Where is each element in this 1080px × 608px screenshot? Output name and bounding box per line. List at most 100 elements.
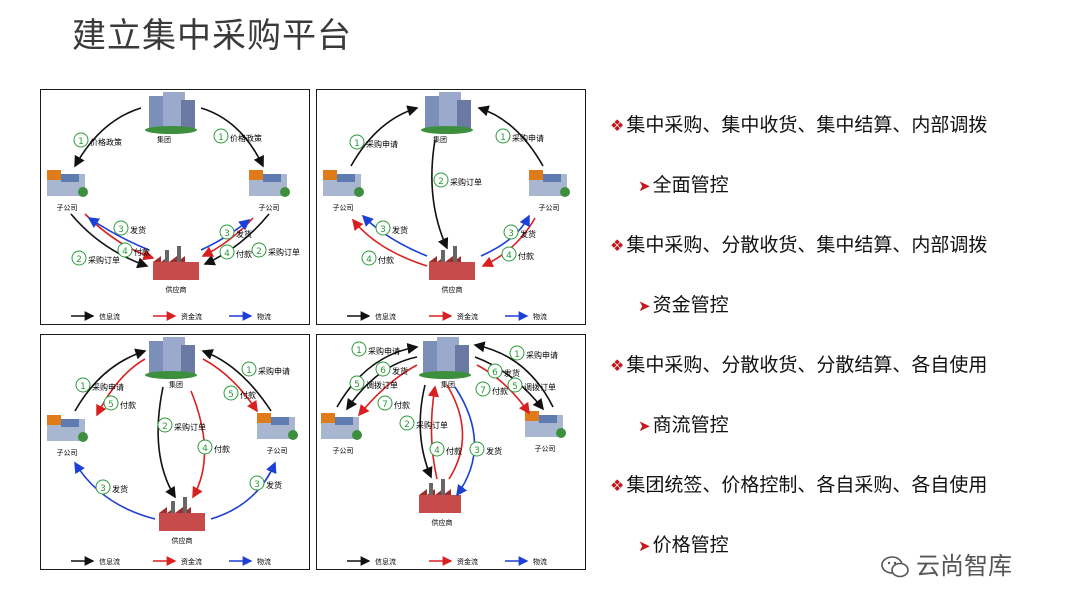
supplier-factory-icon xyxy=(419,479,461,513)
watermark: 云尚智库 xyxy=(880,546,1012,581)
svg-text:物流: 物流 xyxy=(257,557,271,566)
flow-label: 发货 xyxy=(392,225,408,235)
group-label: 集团 xyxy=(157,135,171,144)
svg-text:1: 1 xyxy=(356,346,362,356)
diamond-bullet-icon: ❖ xyxy=(610,356,624,375)
svg-text:3: 3 xyxy=(254,480,260,490)
bullet-list: ❖集中采购、集中收货、集中结算、内部调拨 ➤全面管控 ❖集中采购、分散收货、集中… xyxy=(610,110,1060,590)
subsidiary-building-icon xyxy=(47,170,88,197)
svg-text:5: 5 xyxy=(354,380,360,390)
bullet-sub-item: ➤全面管控 xyxy=(610,170,1060,230)
group-building-icon xyxy=(145,337,197,379)
supplier-label: 供应商 xyxy=(432,518,453,527)
supplier-label: 供应商 xyxy=(166,285,187,294)
group-building-icon xyxy=(421,92,473,134)
watermark-text: 云尚智库 xyxy=(916,552,1012,580)
diamond-bullet-icon: ❖ xyxy=(610,476,624,495)
subsidiary-building-icon xyxy=(47,415,88,442)
flow-label: 发货 xyxy=(520,229,536,239)
flow-label: 采购订单 xyxy=(88,255,120,265)
legend: 信息流 资金流 物流 xyxy=(71,557,271,566)
flow-label: 采购申请 xyxy=(366,139,398,149)
supplier-factory-icon xyxy=(159,497,205,531)
diagram-panel-2: 集团 子公司 子公司 供应商 1 采购申请 1 采购申请 2 采购订单 3 发货… xyxy=(316,89,586,325)
diagram-2: 集团 子公司 子公司 供应商 1 采购申请 1 采购申请 2 采购订单 3 发货… xyxy=(317,90,585,324)
flow-label: 付款 xyxy=(120,400,136,410)
svg-text:7: 7 xyxy=(480,386,486,396)
svg-text:4: 4 xyxy=(122,247,128,257)
svg-text:1: 1 xyxy=(80,382,86,392)
flow-label: 采购申请 xyxy=(368,346,400,356)
svg-text:5: 5 xyxy=(512,382,518,392)
svg-text:信息流: 信息流 xyxy=(375,557,396,566)
svg-text:1: 1 xyxy=(514,350,520,360)
svg-text:7: 7 xyxy=(382,400,388,410)
svg-text:2: 2 xyxy=(438,177,444,187)
flow-label: 付款 xyxy=(134,247,150,257)
arrow-bullet-icon: ➤ xyxy=(638,177,651,195)
flow-label: 发货 xyxy=(392,366,408,376)
flow-label: 发货 xyxy=(236,229,252,239)
flow-label: 付款 xyxy=(394,400,410,410)
diagram-panel-1: 集团 子公司 子公司 供应商 1 价格政策 1 价格政策 3 发货 4 付款 2… xyxy=(40,89,310,325)
arrow-bullet-icon: ➤ xyxy=(638,297,651,315)
flow-label: 采购申请 xyxy=(512,133,544,143)
bullet-sub-item: ➤资金管控 xyxy=(610,290,1060,350)
svg-text:2: 2 xyxy=(76,255,82,265)
flow-label: 采购订单 xyxy=(416,420,448,430)
fund-flow-arrow xyxy=(447,385,463,479)
flow-label: 发货 xyxy=(130,225,146,235)
legend: 信息流 资金流 物流 xyxy=(347,312,547,321)
subsidiary-label-left: 子公司 xyxy=(333,204,354,212)
page-title: 建立集中采购平台 xyxy=(72,8,352,57)
svg-text:4: 4 xyxy=(224,249,230,259)
svg-text:5: 5 xyxy=(228,390,234,400)
logistics-flow-arrow xyxy=(211,463,275,519)
flow-label: 调拨订单 xyxy=(366,380,398,390)
subsidiary-building-icon xyxy=(529,170,570,197)
svg-text:信息流: 信息流 xyxy=(99,312,120,321)
supplier-factory-icon xyxy=(153,246,199,280)
svg-text:1: 1 xyxy=(354,139,360,149)
supplier-label: 供应商 xyxy=(172,536,193,545)
diamond-bullet-icon: ❖ xyxy=(610,236,624,255)
svg-text:3: 3 xyxy=(508,229,514,239)
svg-text:4: 4 xyxy=(434,446,440,456)
legend: 信息流 资金流 物流 xyxy=(347,557,547,566)
group-label: 集团 xyxy=(169,380,183,389)
subsidiary-label-left: 子公司 xyxy=(333,447,354,455)
diagram-3: 集团 子公司 子公司 供应商 1 采购申请 5 付款 1 采购申请 5 付款 2… xyxy=(41,335,309,569)
bullet-item: ❖集中采购、分散收货、集中结算、内部调拨 xyxy=(610,230,1060,290)
flow-label: 采购订单 xyxy=(268,247,300,257)
supplier-factory-icon xyxy=(429,246,475,280)
fund-flow-arrow xyxy=(431,387,437,479)
flow-label: 付款 xyxy=(214,444,230,454)
subsidiary-label-left: 子公司 xyxy=(57,449,78,457)
subsidiary-label-left: 子公司 xyxy=(57,204,78,212)
svg-text:资金流: 资金流 xyxy=(181,312,202,321)
flow-label: 采购申请 xyxy=(258,366,290,376)
flow-label: 付款 xyxy=(236,249,252,259)
logistics-flow-arrow xyxy=(363,216,427,256)
supplier-label: 供应商 xyxy=(442,285,463,294)
svg-text:5: 5 xyxy=(108,400,114,410)
svg-text:资金流: 资金流 xyxy=(457,557,478,566)
svg-text:1: 1 xyxy=(78,137,84,147)
info-flow-arrow xyxy=(432,140,447,248)
flow-label: 付款 xyxy=(518,251,534,261)
info-flow-arrow xyxy=(420,385,431,477)
flow-label: 采购申请 xyxy=(526,350,558,360)
svg-text:2: 2 xyxy=(404,420,410,430)
subsidiary-building-icon xyxy=(321,413,362,440)
flow-label: 付款 xyxy=(240,390,256,400)
bullet-sub-item: ➤商流管控 xyxy=(610,410,1060,470)
svg-text:3: 3 xyxy=(100,484,106,494)
flow-label: 付款 xyxy=(378,255,394,265)
svg-text:资金流: 资金流 xyxy=(181,557,202,566)
bullet-item: ❖集中采购、集中收货、集中结算、内部调拨 xyxy=(610,110,1060,170)
svg-text:资金流: 资金流 xyxy=(457,312,478,321)
svg-text:2: 2 xyxy=(256,247,262,257)
info-flow-arrow xyxy=(158,387,175,497)
subsidiary-building-icon xyxy=(323,170,364,197)
arrow-bullet-icon: ➤ xyxy=(638,417,651,435)
